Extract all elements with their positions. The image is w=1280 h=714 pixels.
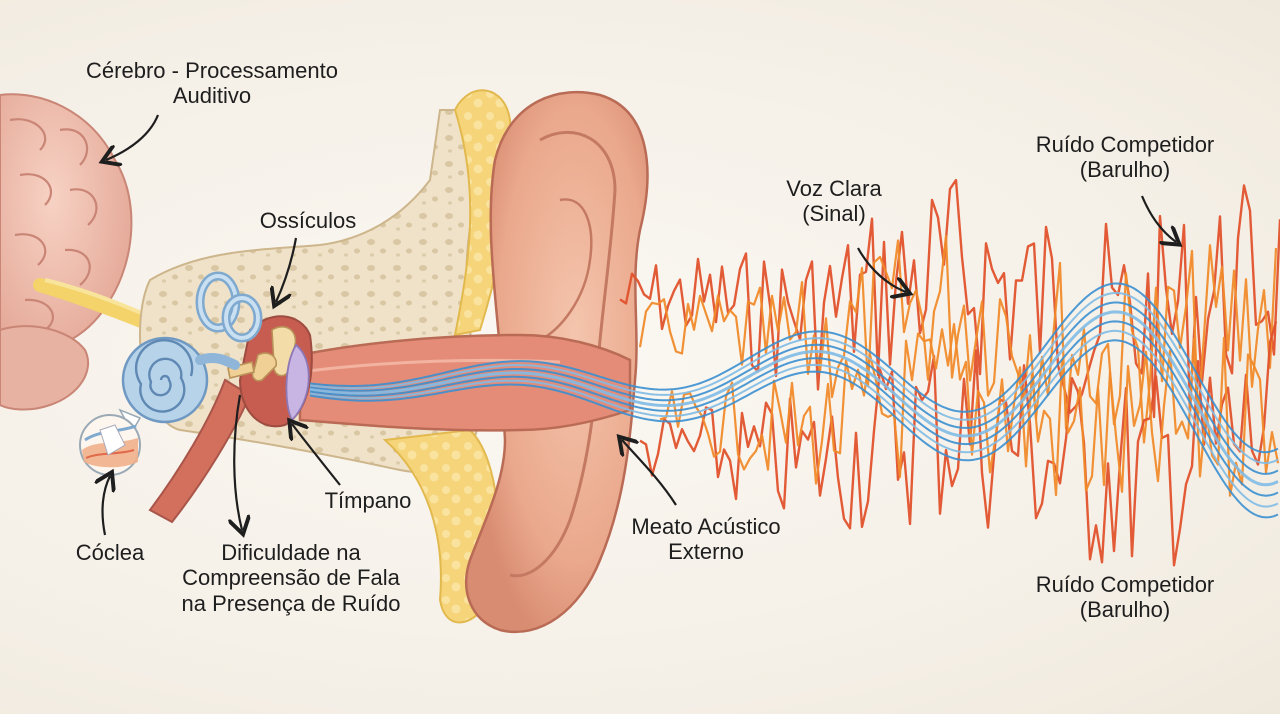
signal-wave-line <box>309 301 1279 475</box>
signal-wave-line <box>309 329 1279 508</box>
label-difficulty-line1: Dificuldade na <box>221 540 361 565</box>
label-cochlea: Cóclea <box>60 540 160 565</box>
label-brain: Cérebro - Processamento Auditivo <box>62 58 362 109</box>
label-cochlea-line1: Cóclea <box>75 540 145 565</box>
label-ossicles: Ossículos <box>248 208 368 233</box>
noise-wave-bottom-orange <box>659 323 1280 497</box>
label-brain-line2: Auditivo <box>172 83 252 109</box>
signal-wave-line <box>309 320 1279 497</box>
label-noise-top: Ruído Competidor (Barulho) <box>1010 132 1240 183</box>
label-difficulty: Dificuldade na Compreensão de Fala na Pr… <box>158 540 424 616</box>
signal-wave-line <box>309 339 1279 519</box>
label-noise-top-line1: Ruído Competidor <box>1035 132 1215 157</box>
label-difficulty-line2: Compreensão de Fala <box>182 565 400 591</box>
label-voice: Voz Clara (Sinal) <box>774 176 894 227</box>
noise-wave-bottom-red <box>639 321 1278 567</box>
label-noise-top-line2: (Barulho) <box>1079 157 1171 183</box>
label-arrows <box>103 114 1176 535</box>
label-difficulty-line3: na Presença de Ruído <box>181 590 401 616</box>
label-ossicles-line1: Ossículos <box>259 208 357 233</box>
label-noise-bottom-line1: Ruído Competidor <box>1035 572 1215 597</box>
label-eardrum: Tímpano <box>306 488 430 513</box>
label-voice-line2: (Sinal) <box>802 201 866 227</box>
label-brain-line1: Cérebro - Processamento <box>86 58 338 83</box>
noise-wave-top-orange <box>638 234 1278 444</box>
label-ear-canal: Meato Acústico Externo <box>606 514 806 565</box>
cochlea-detail-bubble <box>79 408 142 476</box>
signal-wave-line <box>309 292 1279 465</box>
label-voice-line1: Voz Clara <box>786 176 882 201</box>
cochlea <box>121 271 263 424</box>
signal-wave-line <box>309 310 1279 487</box>
label-ear-canal-line1: Meato Acústico <box>631 514 781 539</box>
label-noise-bottom-line2: (Barulho) <box>1079 597 1171 623</box>
brain <box>0 93 133 411</box>
label-eardrum-line1: Tímpano <box>324 488 412 513</box>
label-ear-canal-line2: Externo <box>668 539 744 565</box>
label-noise-bottom: Ruído Competidor (Barulho) <box>1010 572 1240 623</box>
sound-waves <box>309 178 1280 567</box>
signal-wave-line <box>309 282 1279 454</box>
